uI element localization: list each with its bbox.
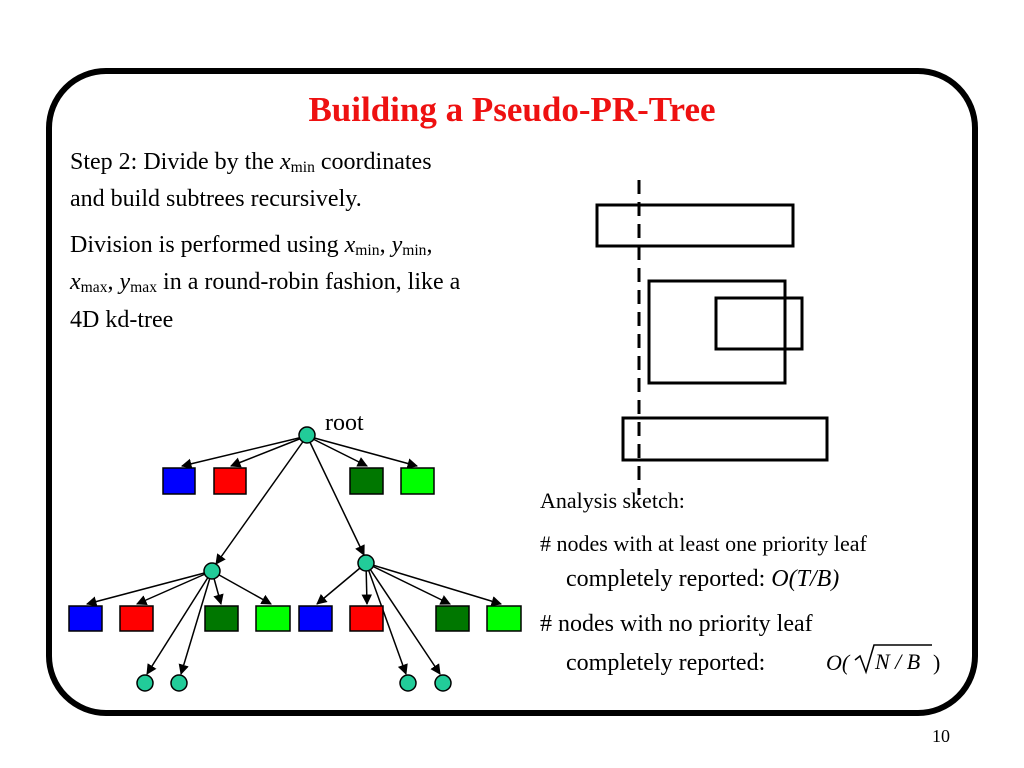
sub-min: min (402, 242, 427, 259)
step2-line2: and build subtrees recursively. (70, 186, 362, 212)
slide-frame (46, 68, 978, 716)
leaf-light-green (400, 467, 435, 495)
comma: , (107, 269, 120, 295)
sub-min: min (355, 242, 380, 259)
leaf-blue (298, 605, 333, 632)
tree-nodes (136, 426, 452, 692)
leaf-blue (162, 467, 196, 495)
internal-node (203, 562, 221, 580)
formula-sqrt-n-b: O( N / B ) (826, 644, 940, 675)
division-line3: 4D kd-tree (70, 307, 174, 333)
root-node (298, 426, 316, 444)
comma: , (426, 232, 433, 258)
rectangles-illustration (595, 203, 829, 462)
comma: , (379, 232, 392, 258)
rect-top (595, 203, 795, 248)
step2-suffix: coordinates (314, 149, 432, 175)
leaf-red (119, 605, 154, 632)
division-line2: xmax, ymax in a round-robin fashion, lik… (70, 267, 460, 297)
leaf-boxes (68, 467, 522, 632)
formula-o: O( (826, 650, 851, 675)
analysis-item1-line2: completely reported: O(T/B) (566, 564, 839, 594)
var-x: x (70, 269, 81, 295)
page-number: 10 (932, 726, 950, 746)
var-y: y (391, 232, 403, 258)
analysis-item2-line2: completely reported: (566, 650, 766, 676)
rect-large (647, 279, 787, 385)
analysis-item2-line1: # nodes with no priority leaf (540, 611, 813, 637)
slide-title: Building a Pseudo-PR-Tree (308, 90, 716, 129)
sub-min: min (290, 159, 315, 176)
leaf-red (349, 605, 384, 632)
leaf-light-green (486, 605, 522, 632)
division-suffix: in a round-robin fashion, like a (157, 269, 461, 295)
division-line1: Division is performed using xmin, ymin, (70, 230, 432, 260)
item1-text: completely reported: (566, 566, 772, 592)
internal-node (357, 554, 375, 572)
child-node (136, 674, 154, 692)
leaf-dark-green (349, 467, 384, 495)
step2-line1: Step 2: Divide by the xmin coordinates (70, 147, 432, 177)
leaf-light-green (255, 605, 291, 632)
formula-close: ) (933, 650, 940, 675)
root-label: root (325, 410, 364, 436)
leaf-dark-green (204, 605, 239, 632)
step2-prefix: Step 2: Divide by the (70, 149, 280, 175)
var-x: x (279, 149, 291, 175)
var-x: x (344, 232, 356, 258)
rect-inner (714, 296, 804, 351)
formula-n-over-b: N / B (874, 649, 920, 674)
sub-max: max (130, 279, 158, 296)
child-node (170, 674, 188, 692)
tree-edges (85, 435, 503, 676)
formula-o-t-b: O(T/B) (771, 566, 840, 592)
leaf-dark-green (435, 605, 470, 632)
rect-bottom (621, 416, 829, 462)
var-y: y (119, 269, 131, 295)
analysis-heading: Analysis sketch: (540, 488, 685, 513)
leaf-red (213, 467, 247, 495)
analysis-item1-line1: # nodes with at least one priority leaf (540, 531, 867, 556)
sub-max: max (80, 279, 108, 296)
child-node (434, 674, 452, 692)
division-prefix: Division is performed using (70, 232, 345, 258)
child-node (399, 674, 417, 692)
leaf-blue (68, 605, 103, 632)
